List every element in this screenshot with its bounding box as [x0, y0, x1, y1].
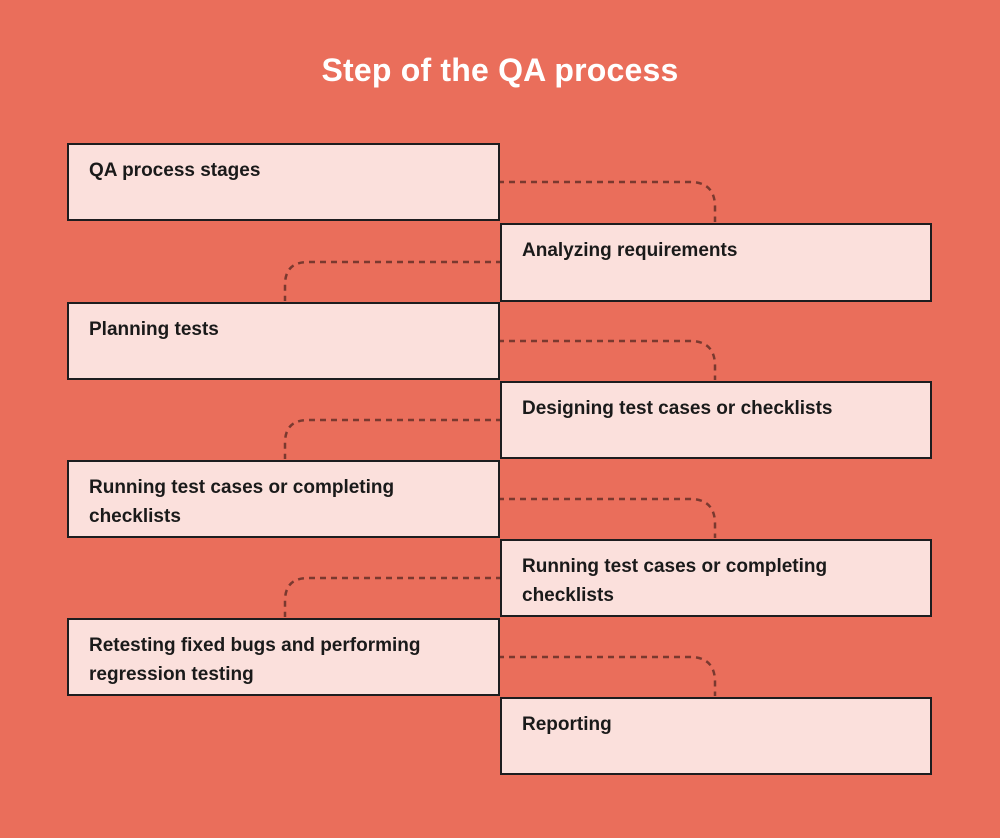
step-box-designing-test-cases: Designing test cases or checklists: [500, 381, 932, 459]
step-label: Analyzing requirements: [522, 240, 738, 261]
step-box-running-test-cases-right: Running test cases or completing checkli…: [500, 539, 932, 617]
step-label: Running test cases or completing checkli…: [89, 477, 395, 527]
step-box-reporting: Reporting: [500, 697, 932, 775]
step-label: Planning tests: [89, 319, 219, 340]
connector-step5-step6: [498, 497, 717, 538]
connector-step7-step8: [498, 655, 717, 696]
connector-step3-step4: [498, 339, 717, 380]
step-box-qa-process-stages: QA process stages: [67, 143, 500, 221]
connector-step1-step2: [498, 180, 717, 222]
step-label: Designing test cases or checklists: [522, 398, 833, 419]
connector-step2-step3: [283, 260, 502, 301]
step-box-analyzing-requirements: Analyzing requirements: [500, 223, 932, 302]
connector-step4-step5: [283, 418, 502, 459]
step-box-running-test-cases-left: Running test cases or completing checkli…: [67, 460, 500, 538]
step-label: QA process stages: [89, 160, 261, 181]
connector-step6-step7: [283, 576, 502, 617]
step-box-retesting-fixed-bugs: Retesting fixed bugs and performing regr…: [67, 618, 500, 696]
page-title: Step of the QA process: [321, 52, 679, 88]
step-box-planning-tests: Planning tests: [67, 302, 500, 380]
step-label: Reporting: [522, 714, 612, 735]
step-label: Running test cases or completing checkli…: [522, 556, 828, 606]
step-label: Retesting fixed bugs and performing regr…: [89, 635, 421, 685]
